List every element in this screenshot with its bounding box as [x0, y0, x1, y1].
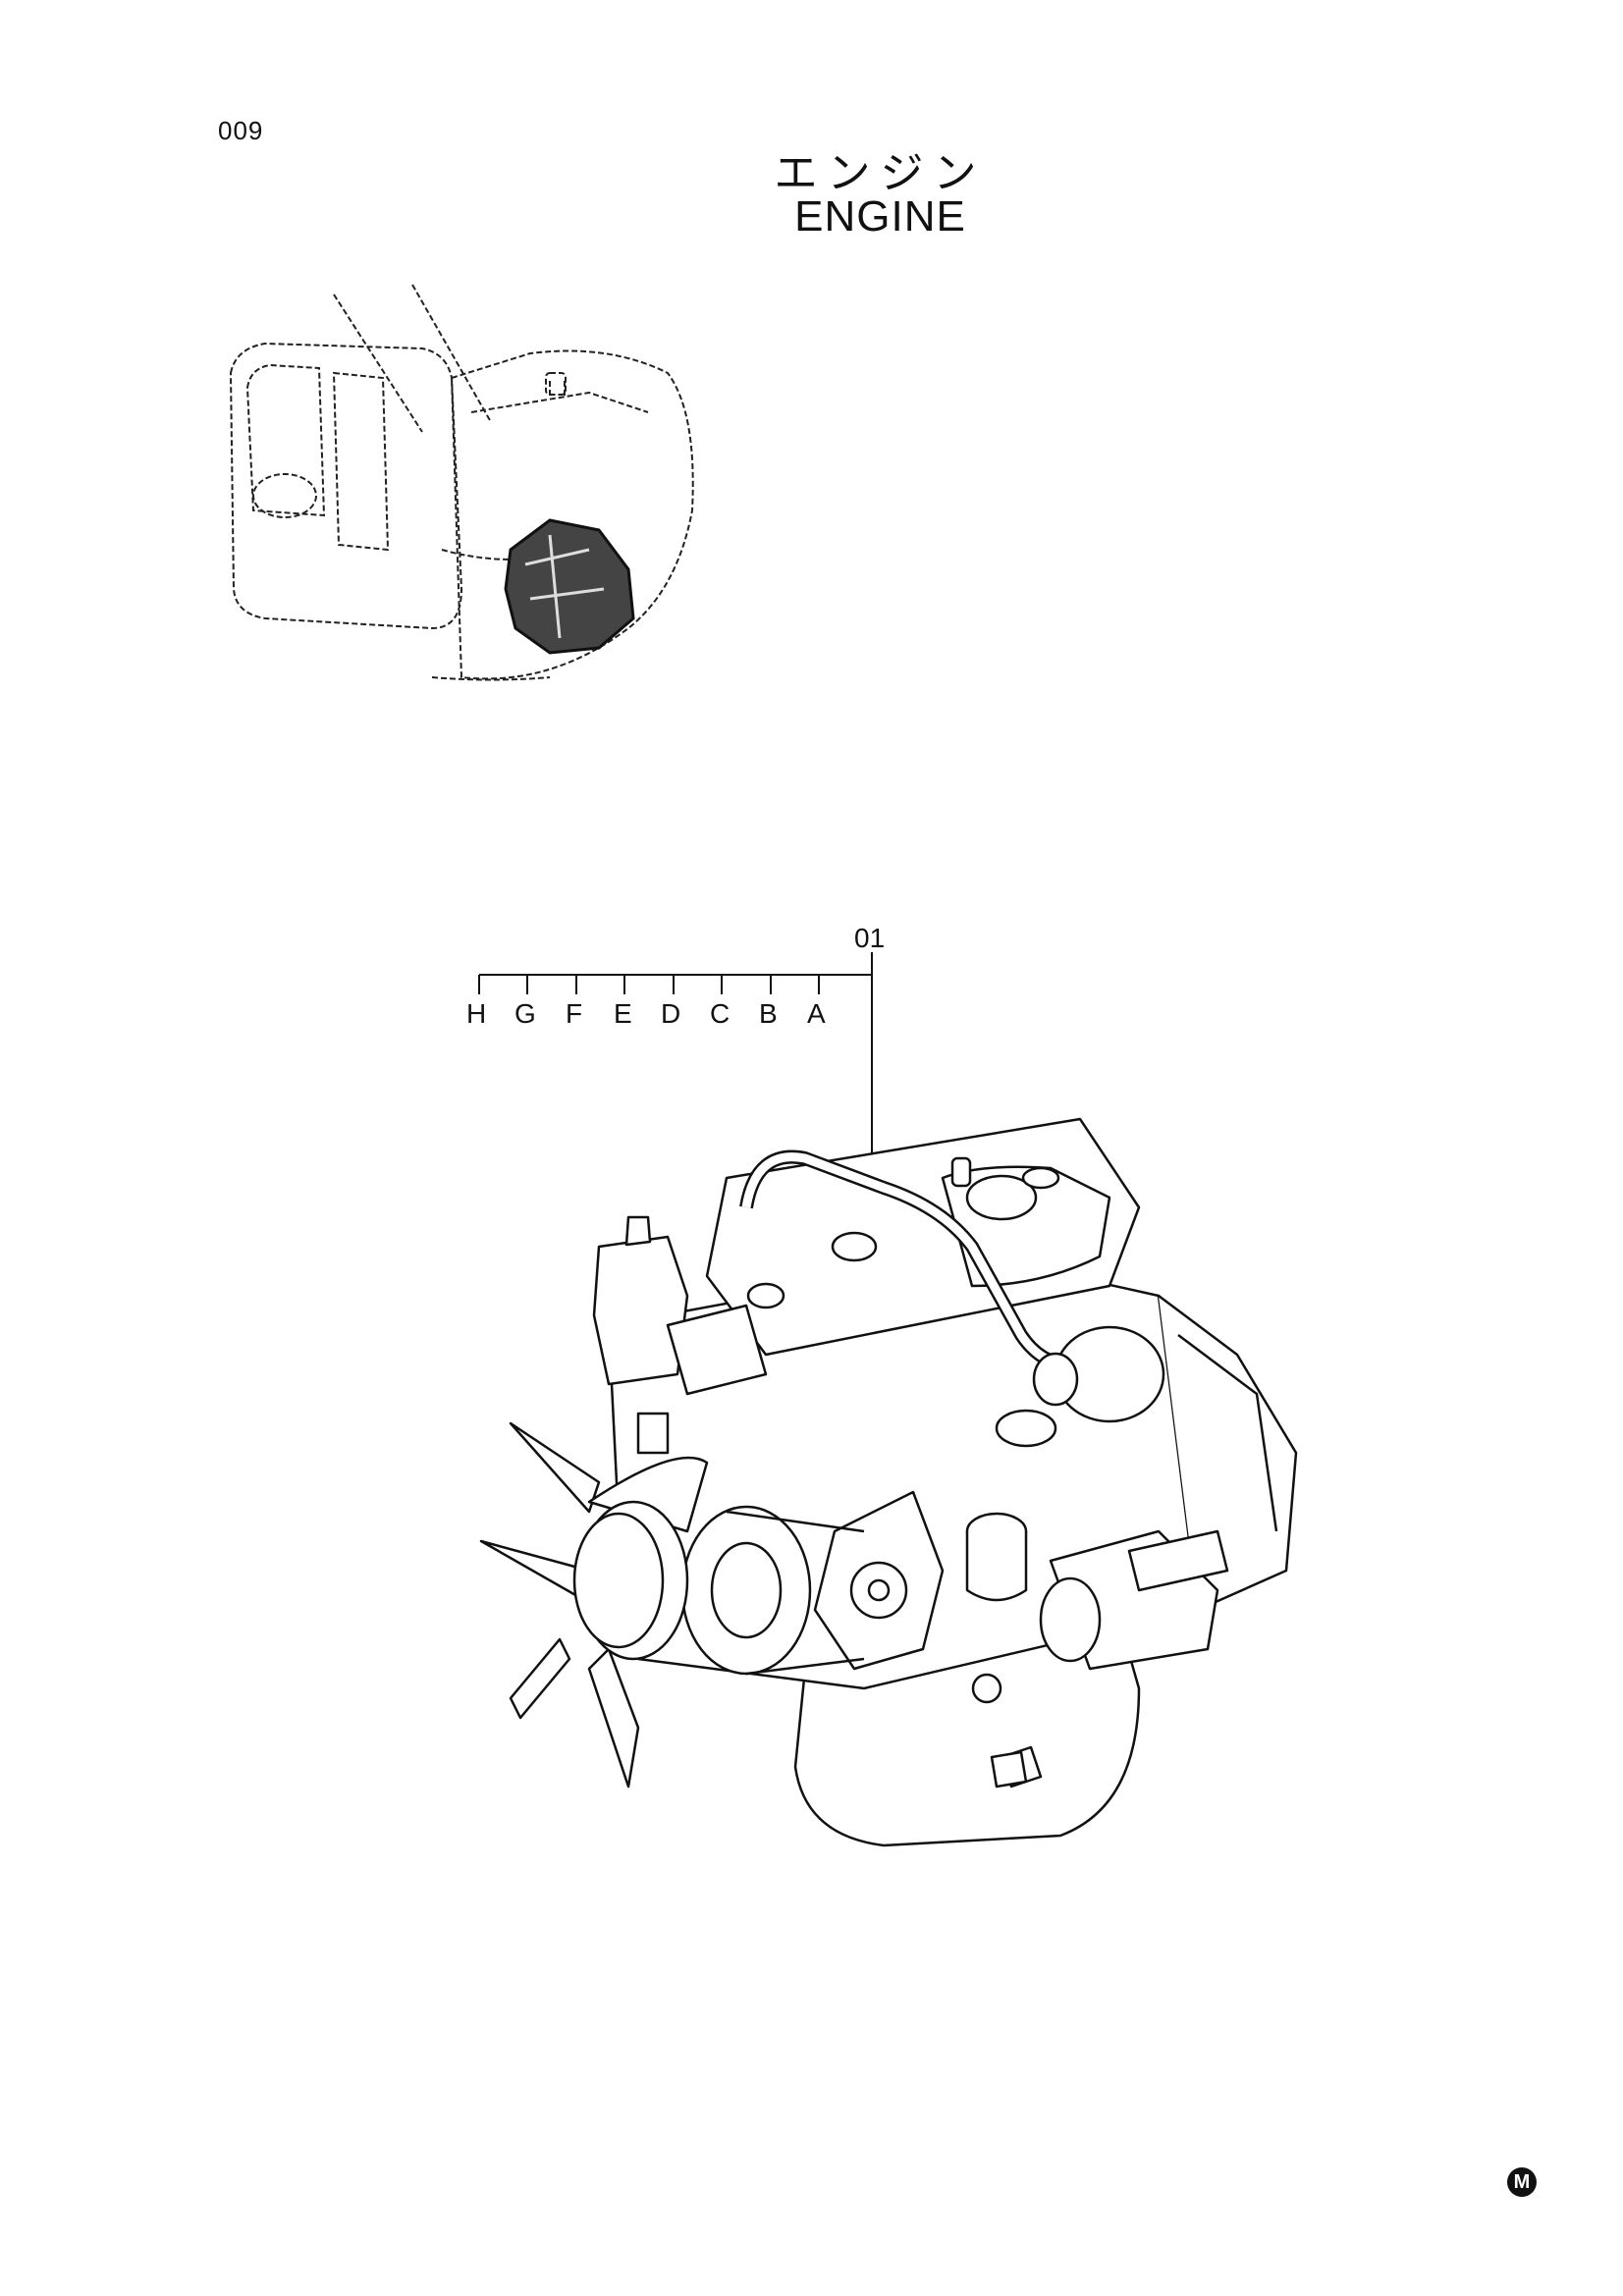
part-number-label: 01	[854, 923, 885, 953]
sub-part-label: C	[710, 998, 730, 1029]
sub-part-label: D	[661, 998, 680, 1029]
title-english: ENGINE	[794, 192, 966, 240]
sub-part-label: H	[466, 998, 486, 1029]
title-japanese: エンジン	[774, 148, 987, 198]
page-number: 009	[218, 116, 264, 145]
sub-part-label: B	[759, 998, 778, 1029]
manufacturer-mark: M	[1507, 2167, 1537, 2197]
sub-part-label: F	[566, 998, 582, 1029]
sub-part-label: A	[807, 998, 826, 1029]
sub-part-label: E	[614, 998, 632, 1029]
sub-part-label: G	[514, 998, 536, 1029]
